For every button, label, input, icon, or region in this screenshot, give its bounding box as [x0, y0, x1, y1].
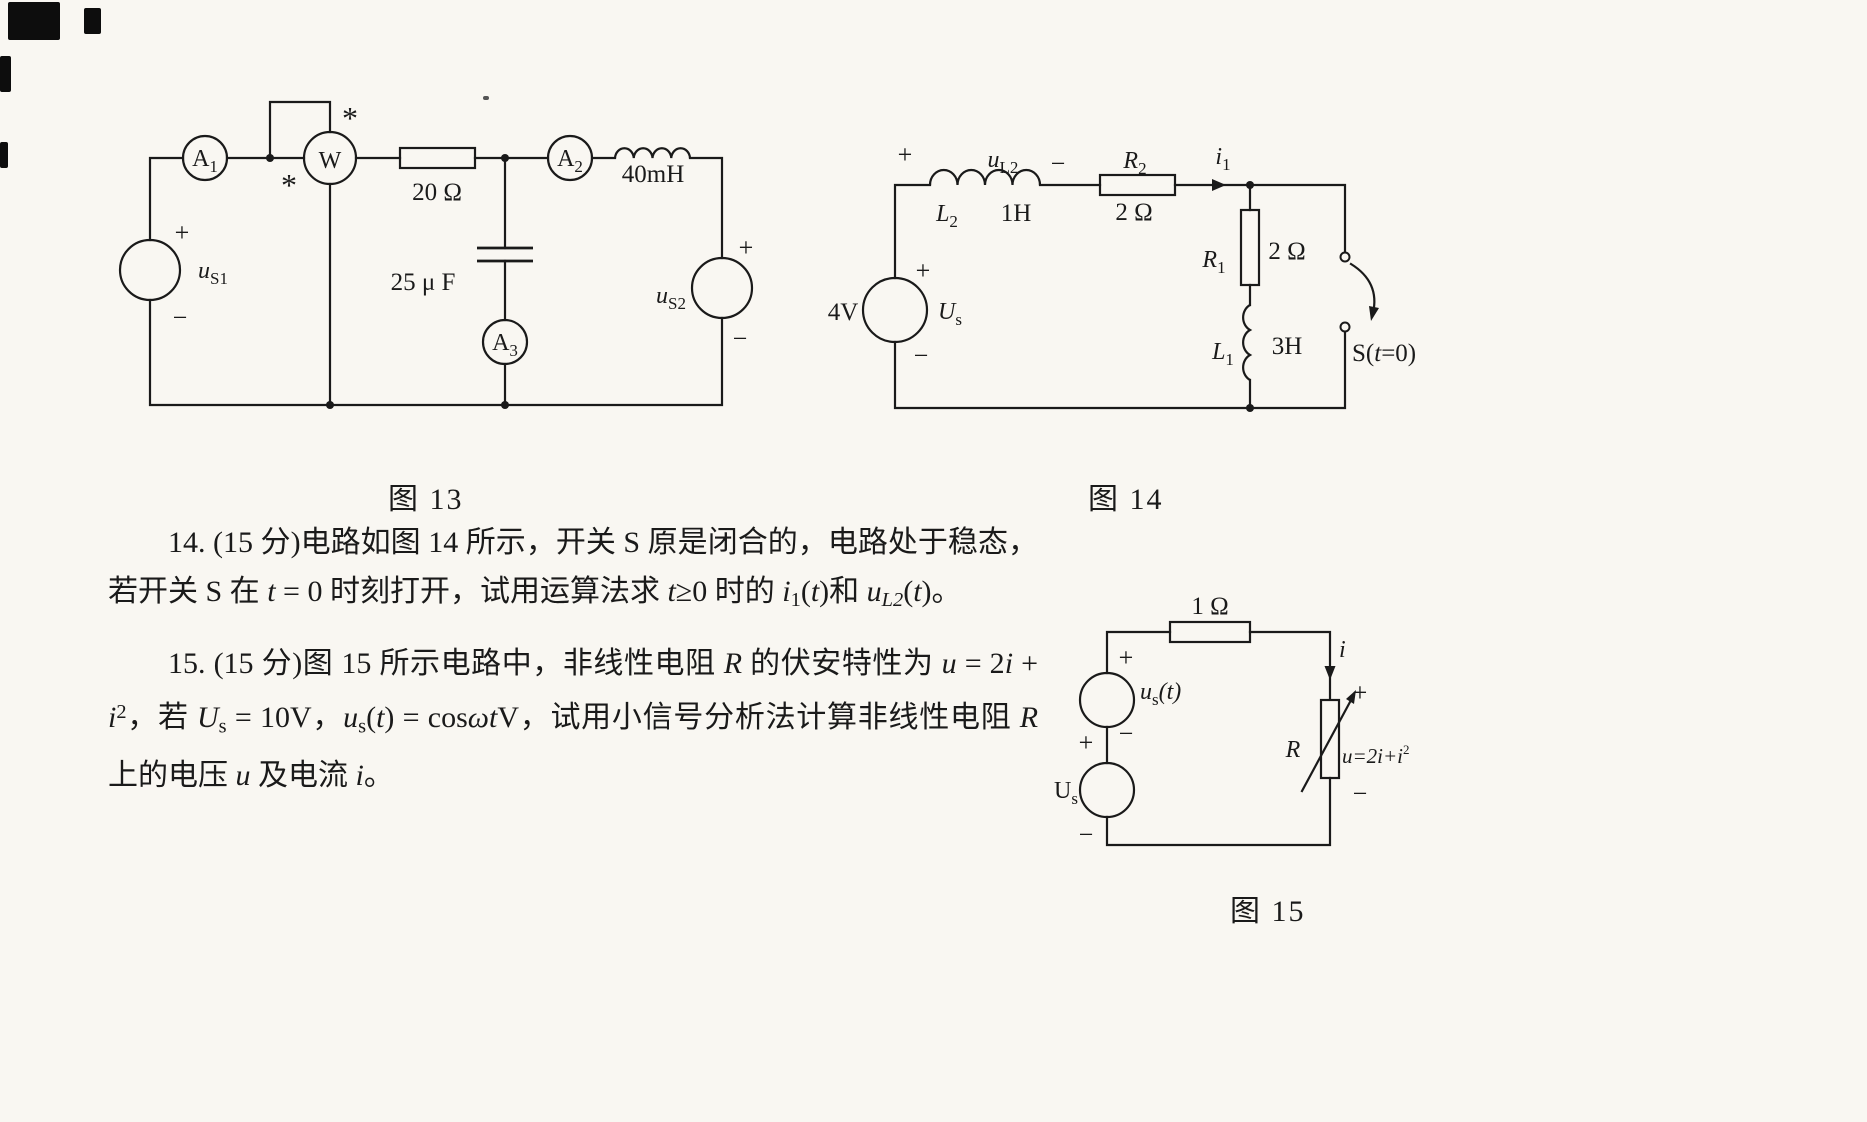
scan-artifact	[8, 2, 60, 40]
current-i-label: i	[1339, 637, 1346, 663]
inductor-l1-label: L1	[1211, 339, 1234, 369]
figure-13-caption: 图 13	[388, 483, 464, 516]
inductor-l2	[928, 168, 1042, 186]
nonlinear-resistor-diagonal	[1300, 700, 1352, 793]
inductor-l1-value: 3H	[1272, 333, 1303, 360]
capacitor-25uf	[477, 246, 533, 263]
ammeter-a2-label: A2	[557, 146, 583, 176]
fig13-wattmeter-loop	[268, 100, 332, 407]
us-minus-sign: −	[1079, 820, 1094, 849]
junction-dot	[266, 154, 274, 162]
switch-arc	[1349, 262, 1376, 315]
vi-characteristic-label: u=2i+i2	[1342, 742, 1410, 768]
fig15-wires	[1105, 630, 1332, 847]
switch-terminal-top	[1339, 251, 1351, 263]
resistor-r1-label: R1	[1201, 247, 1225, 277]
source-minus-sign: −	[914, 341, 929, 370]
scan-artifact	[84, 8, 101, 34]
resistor-1ohm-label: 1 Ω	[1191, 593, 1228, 620]
voltage-source-ust	[1078, 671, 1136, 729]
problem-text-block: 14. (15 分)电路如图 14 所示，开关 S 原是闭合的，电路处于稳态，若…	[108, 518, 1038, 800]
figure-14-circuit: + uL2 − L2 1H R2 2 Ω i1 R1 2 Ω L1 3H 4V …	[828, 140, 1416, 412]
ust-plus-sign: +	[1119, 643, 1134, 672]
resistor-r1-value: 2 Ω	[1268, 238, 1305, 265]
fig13-wires	[148, 100, 724, 407]
us2-minus-sign: −	[733, 324, 748, 353]
problem-14-text: 14. (15 分)电路如图 14 所示，开关 S 原是闭合的，电路处于稳态，若…	[108, 526, 1038, 612]
scan-artifact	[0, 56, 11, 92]
us1-label: uS1	[198, 258, 228, 288]
ammeter-a3-label: A3	[492, 330, 518, 360]
resistor-20ohm-label: 20 Ω	[412, 179, 462, 206]
junction-dot	[326, 401, 334, 409]
fig14-wires	[893, 183, 1347, 410]
resistor-1ohm	[1168, 620, 1252, 644]
problem-15-text: 15. (15 分)图 15 所示电路中，非线性电阻 R 的伏安特性为 u = …	[108, 647, 1039, 793]
switch-terminal-bottom	[1339, 321, 1351, 333]
r-plus-sign: +	[1353, 678, 1368, 707]
resistor-r1	[1239, 208, 1261, 287]
capacitor-25uf-label: 25 μ F	[391, 269, 456, 296]
us2-plus-sign: +	[739, 233, 754, 262]
junction-dot	[501, 154, 509, 162]
voltage-source-us	[1078, 761, 1136, 819]
resistor-r2-value: 2 Ω	[1115, 199, 1152, 226]
ammeter-a1	[181, 134, 229, 182]
current-i1-label: i1	[1215, 144, 1230, 174]
ammeter-a3	[481, 318, 529, 366]
r-minus-sign: −	[1353, 779, 1368, 808]
figure-14-caption: 图 14	[1088, 483, 1164, 516]
inductor-l2-label: L2	[935, 201, 958, 231]
inductor-l2-value: 1H	[1001, 200, 1032, 227]
junction-dot	[1246, 181, 1254, 189]
junction-dot	[501, 401, 509, 409]
fig13-junction-dots	[266, 154, 509, 409]
wattmeter	[302, 130, 358, 186]
resistor-r2	[1098, 173, 1177, 197]
nonlinear-resistor-r	[1319, 698, 1341, 780]
us1-minus-sign: −	[173, 303, 188, 332]
ul2-minus-sign: −	[1051, 149, 1066, 178]
nonlinear-resistor-arrowhead	[1346, 690, 1356, 704]
switch-arrow	[1369, 306, 1379, 321]
ul2-plus-sign: +	[898, 140, 913, 169]
resistor-20ohm	[398, 146, 477, 170]
ammeter-a1-label: A1	[192, 146, 218, 176]
current-i1-arrow	[1212, 179, 1226, 191]
us-plus-sign: +	[1079, 728, 1094, 757]
junction-dot	[1246, 404, 1254, 412]
resistor-r2-label: R2	[1122, 148, 1146, 178]
figure-13-circuit: A1 W * * 20 Ω A2 40mH 25 μ F A3 + − uS1 …	[118, 100, 754, 409]
source-4v-value: 4V	[828, 299, 859, 326]
inductor-40mh	[613, 147, 692, 159]
current-i-arrow	[1324, 666, 1336, 680]
ul2-label: uL2	[988, 147, 1019, 177]
ammeter-a2	[546, 134, 594, 182]
figure-15-caption: 图 15	[1230, 895, 1306, 928]
voltage-source-us2	[690, 256, 754, 320]
us1-plus-sign: +	[175, 218, 190, 247]
voltage-source-us1	[118, 238, 182, 302]
ust-minus-sign: −	[1119, 719, 1134, 748]
scan-artifact	[483, 96, 489, 100]
source-us-label: Us	[938, 299, 962, 329]
fig14-main-wires	[893, 183, 1347, 410]
source-plus-sign: +	[916, 256, 931, 285]
fig15-main-wires	[1105, 630, 1332, 847]
switch-label: S(t=0)	[1352, 340, 1416, 367]
wattmeter-star-top: *	[342, 100, 358, 136]
wattmeter-star-bottom: *	[281, 167, 297, 203]
fig13-main-wires	[148, 156, 724, 407]
figure-15-circuit: 1 Ω i + us(t) − + Us − R + u=2i+i2 −	[1054, 593, 1410, 849]
ust-label: us(t)	[1140, 679, 1181, 709]
nonlinear-resistor-label: R	[1285, 737, 1301, 763]
us2-label: uS2	[656, 283, 686, 313]
wattmeter-label: W	[319, 148, 342, 174]
inductor-l1	[1242, 304, 1253, 381]
scan-artifact	[0, 142, 8, 168]
us-label: Us	[1054, 778, 1078, 808]
inductor-40mh-label: 40mH	[622, 161, 685, 188]
voltage-source-4v	[861, 276, 929, 344]
